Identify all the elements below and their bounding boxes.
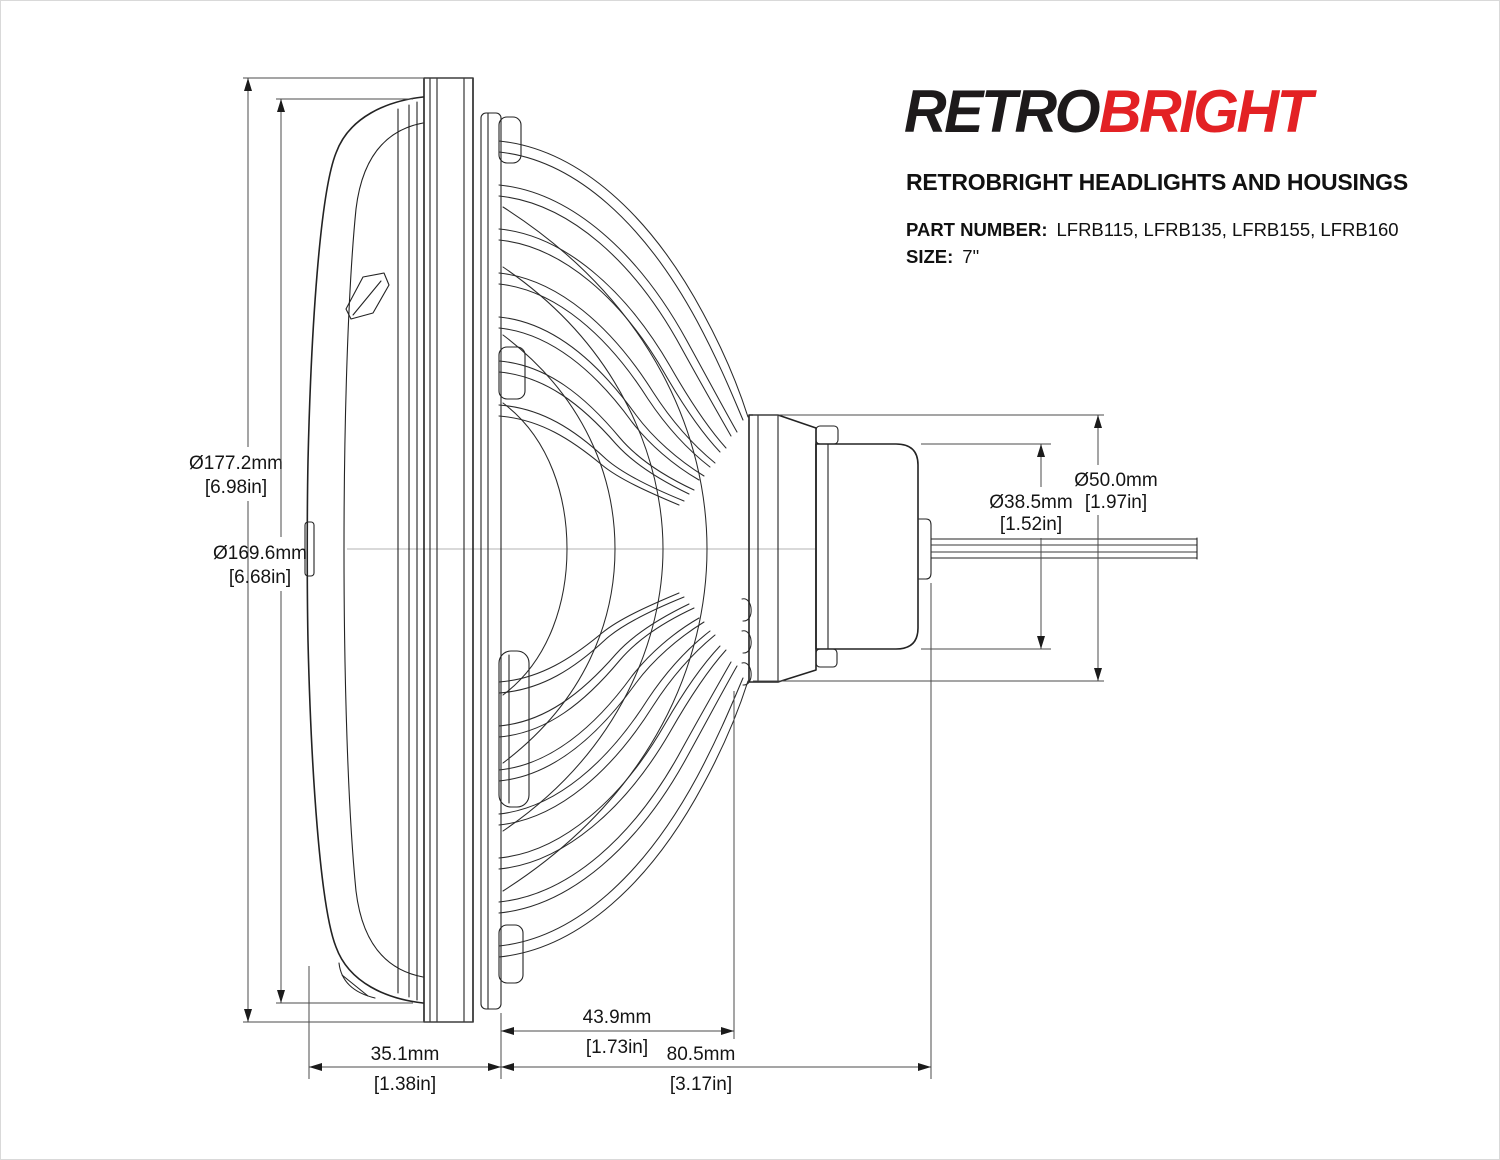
dim-heatsink-depth-metric: 43.9mm [583, 1007, 652, 1028]
mounting-tab [498, 116, 522, 164]
cap-tab [815, 425, 839, 445]
part-number-line: PART NUMBER: LFRB115, LFRB135, LFRB155, L… [906, 219, 1399, 241]
dim-lens-depth-metric: 35.1mm [371, 1044, 440, 1065]
lens-bottom-corner-detail [338, 962, 376, 999]
rear-flange [748, 414, 817, 683]
fin-ear [741, 662, 752, 686]
dim-flange-dia-imperial: [1.97in] [1085, 492, 1147, 513]
logo-bright-text: BRIGHT [1099, 78, 1313, 146]
mounting-tab [498, 346, 526, 400]
mounting-plate [480, 112, 530, 1010]
wire-harness [930, 537, 1198, 560]
dimension-lens-diameter: Ø169.6mm [6.68in] [213, 99, 307, 1003]
rear-cap [815, 425, 932, 668]
logo-retro-text: RETRO [904, 78, 1101, 146]
fin-ear [741, 630, 752, 654]
wire-exit-nub [918, 518, 932, 580]
fin-ear [741, 598, 752, 622]
dimension-lens-depth: 35.1mm [1.38in] [309, 1044, 501, 1095]
part-number-values: LFRB115, LFRB135, LFRB155, LFRB160 [1056, 219, 1399, 240]
dim-lens-dia-metric: Ø169.6mm [213, 543, 307, 564]
lens-profile [304, 96, 424, 1004]
dim-cap-dia-imperial: [1.52in] [1000, 514, 1062, 535]
size-value: 7" [962, 246, 980, 267]
part-number-label: PART NUMBER: [906, 219, 1048, 240]
dimension-heatsink-depth: 43.9mm [1.73in] [501, 1007, 734, 1058]
mounting-tab [498, 650, 530, 808]
dim-cap-dia-metric: Ø38.5mm [989, 492, 1072, 513]
dim-rear-depth-imperial: [3.17in] [670, 1074, 732, 1095]
dimension-connector-cap-diameter: Ø38.5mm [1.52in] [989, 444, 1073, 649]
heatsink-fins [498, 140, 752, 958]
dim-bezel-od-metric: Ø177.2mm [189, 453, 283, 474]
bezel-ring [423, 77, 474, 1023]
dim-lens-depth-imperial: [1.38in] [374, 1074, 436, 1095]
dim-bezel-od-imperial: [6.98in] [205, 477, 267, 498]
mounting-tab [498, 924, 524, 984]
lens-seam-tick [304, 521, 315, 577]
dimension-overall-rear-depth: 80.5mm [3.17in] [501, 1044, 931, 1095]
dimension-bezel-outer-diameter: Ø177.2mm [6.98in] [189, 78, 283, 1022]
extension-lines [243, 77, 1104, 1079]
dimension-rear-flange-diameter: Ø50.0mm [1.97in] [1074, 415, 1158, 681]
cap-tab [815, 648, 838, 668]
size-line: SIZE: 7" [906, 246, 979, 268]
retrobright-logo: RETROBRIGHT [904, 77, 1313, 146]
size-label: SIZE: [906, 246, 954, 267]
lens-facet-detail [345, 272, 390, 320]
dim-flange-dia-metric: Ø50.0mm [1074, 470, 1157, 491]
dim-rear-depth-metric: 80.5mm [667, 1044, 736, 1065]
dim-heatsink-depth-imperial: [1.73in] [586, 1037, 648, 1058]
document-title: RETROBRIGHT HEADLIGHTS AND HOUSINGS [906, 169, 1408, 195]
dim-lens-dia-imperial: [6.68in] [229, 567, 291, 588]
